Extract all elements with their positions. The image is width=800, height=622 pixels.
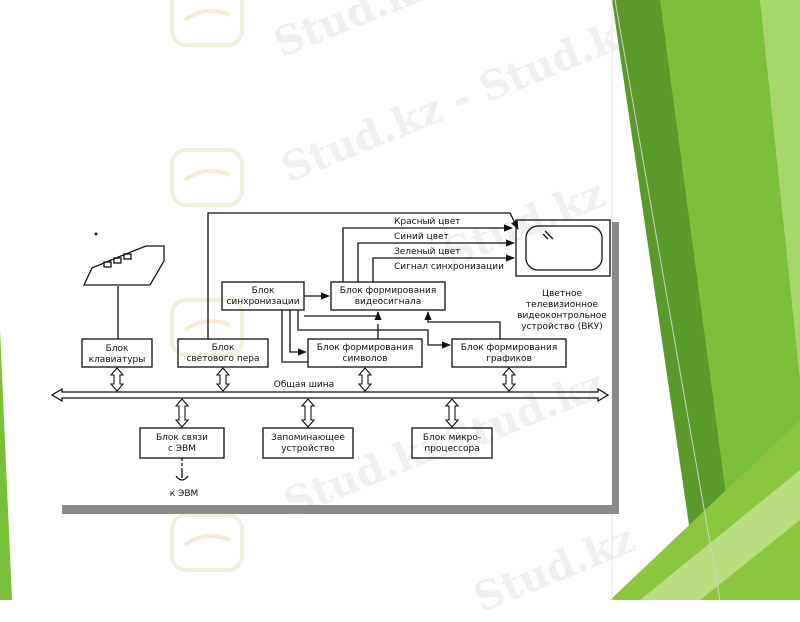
right-accent-shape-light [760,0,800,380]
decoration-layer [0,0,800,600]
cpu-block-label: процессора [424,444,479,454]
watermark-logo [170,148,244,207]
right-accent-shape-bottom-light [640,470,800,600]
keyboard-block-label: Блок [106,344,129,354]
video-block [330,281,446,311]
comm-block-label: Блок связи [156,433,208,443]
video-block-label: видеосигнала [355,297,422,307]
sync-connections [281,292,501,363]
watermark-logo [170,0,244,47]
symbols-block-label: Блок формирования [317,343,413,353]
diagram-frame [62,222,619,514]
monitor-icon [515,219,611,277]
bus-connectors [109,367,517,428]
memory-block-label: устройство [281,444,335,454]
watermark-logo [170,298,244,357]
memory-block [262,427,354,459]
computer-link [175,458,189,481]
symbols-block [307,338,423,368]
signal-lines [207,212,519,339]
keyboard-block [81,338,153,368]
bus-label: Общая шина [274,380,334,390]
light-pen-block-label: Блок [212,343,235,353]
light-pen-block [177,338,269,368]
svg-text:Цветное: Цветное [542,289,582,299]
right-accent-shape-mid [660,0,800,600]
svg-text:видеоконтрольное: видеоконтрольное [517,311,607,321]
graphics-block-label: Блок формирования [461,343,557,353]
sync-block-label: синхронизации [226,297,299,307]
memory-block-label: Запоминающее [271,433,345,443]
monitor-caption: Цветное телевизионное видеоконтрольное у… [517,289,607,332]
light-pen-block-label: светового пера [186,354,259,364]
video-block-label: Блок формирования [340,286,436,296]
sync-block-label: Блок [252,286,275,296]
left-accent-shape [0,330,12,600]
signal-red-label: Красный цвет [394,217,460,227]
comm-block-label: с ЭВМ [168,444,196,454]
watermark-logo [170,513,244,572]
graphics-block [451,338,567,368]
to-computer-label: к ЭВМ [170,489,199,499]
cpu-block-label: Блок микро- [423,433,481,443]
signal-sync-label: Сигнал синхронизации [394,262,504,272]
svg-text:телевизионное: телевизионное [526,300,599,310]
signal-green-label: Зеленый цвет [394,247,461,257]
block-diagram: Красный цвет Синий цвет Зеленый цвет Сиг… [50,212,619,514]
keyboard-block-label: клавиатуры [89,355,146,365]
signal-blue-label: Синий цвет [394,232,449,242]
svg-text:устройство (ВКУ): устройство (ВКУ) [521,322,603,332]
cpu-block [411,427,493,459]
graphics-block-label: графиков [486,354,532,364]
symbols-block-label: символов [343,354,388,364]
common-bus [50,387,610,403]
keyboard-terminal-icon [82,232,165,339]
